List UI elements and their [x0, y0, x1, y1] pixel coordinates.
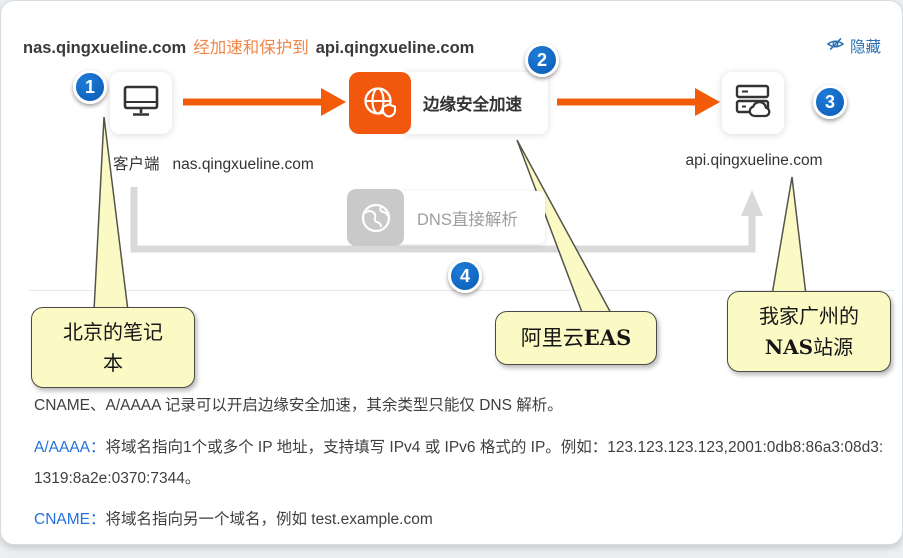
arrow-eas-to-origin: [557, 88, 720, 116]
globe-shield-icon: [349, 72, 411, 134]
a-aaaa-desc: 将域名指向1个或多个 IP 地址，支持填写 IPv4 或 IPv6 格式的 IP…: [34, 439, 884, 487]
callout-origin-note: 我家广州的 NAS站源: [727, 291, 891, 372]
step-badge-2: 2: [525, 43, 559, 77]
callout-origin-line2-rest: 站源: [813, 335, 854, 359]
eas-node-label: 边缘安全加速: [401, 72, 548, 134]
acceleration-overview-panel: nas.qingxueline.com 经加速和保护到 api.qingxuelin…: [0, 0, 903, 545]
relation-text: 经加速和保护到: [193, 39, 309, 57]
callout-eas-bold: EAS: [583, 325, 632, 350]
header-flow-title: nas.qingxueline.com 经加速和保护到 api.qingxuelin…: [23, 34, 474, 58]
callout-client-note: 北京的笔记 本: [31, 307, 195, 388]
callout-tail-client: [93, 116, 129, 312]
source-domain: nas.qingxueline.com: [23, 39, 187, 57]
callout-tail-origin: [771, 176, 807, 296]
a-aaaa-note: A/AAAA：将域名指向1个或多个 IP 地址，支持填写 IPv4 或 IPv6…: [34, 432, 884, 494]
dns-direct-resolve-node: DNS直接解析: [347, 189, 545, 246]
origin-domain-label: api.qingxueline.com: [685, 152, 823, 169]
callout-origin-line2-bold: NAS: [764, 335, 814, 359]
client-role-label: 客户端: [113, 156, 160, 173]
client-node: [110, 72, 172, 134]
callout-eas-text: 阿里云: [520, 326, 584, 350]
callout-client-line1: 北京的笔记: [63, 320, 163, 344]
callout-origin-line1: 我家广州的: [759, 304, 859, 328]
cname-desc: 将域名指向另一个域名，例如 test.example.com: [105, 511, 433, 528]
target-domain: api.qingxueline.com: [315, 39, 475, 57]
callout-eas-note: 阿里云EAS: [495, 311, 657, 365]
record-summary-text: CNAME、A/AAAA 记录可以开启边缘安全加速，其余类型只能仅 DNS 解析…: [34, 397, 563, 414]
arrow-client-to-eas: [183, 88, 346, 116]
hide-label: 隐藏: [849, 39, 881, 56]
client-node-label: 客户端 nas.qingxueline.com: [113, 152, 314, 174]
step-badge-1: 1: [73, 70, 107, 104]
record-type-notes: CNAME、A/AAAA 记录可以开启边缘安全加速，其余类型只能仅 DNS 解析…: [34, 393, 884, 529]
server-cloud-icon: [734, 83, 772, 124]
a-aaaa-term: A/AAAA：: [34, 439, 106, 456]
dns-node-label: DNS直接解析: [396, 191, 545, 244]
hide-diagram-button[interactable]: 隐藏: [826, 35, 881, 57]
origin-server-node: [722, 72, 784, 134]
monitor-icon: [122, 84, 160, 123]
client-domain-label: nas.qingxueline.com: [172, 156, 314, 173]
step-badge-4: 4: [448, 259, 482, 293]
callout-client-line2: 本: [103, 351, 123, 375]
edge-security-acceleration-node: 边缘安全加速: [349, 72, 548, 134]
globe-icon: [347, 189, 404, 246]
cname-term: CNAME：: [34, 511, 106, 528]
eye-slash-icon: [826, 36, 845, 57]
step-badge-3: 3: [813, 85, 847, 119]
cname-note: CNAME：将域名指向另一个域名，例如 test.example.com: [34, 507, 884, 529]
origin-node-label: api.qingxueline.com: [673, 152, 835, 170]
